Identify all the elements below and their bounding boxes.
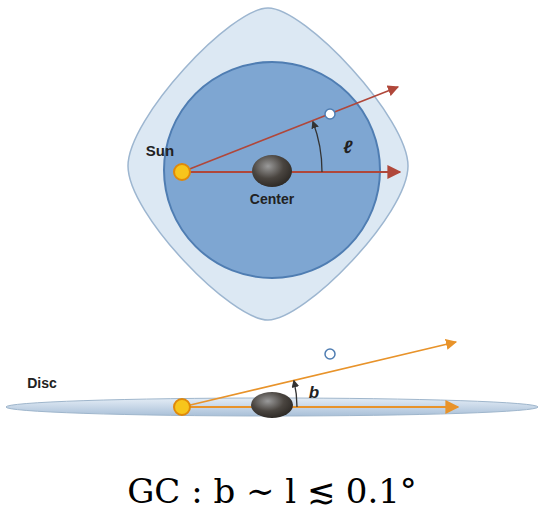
latitude-arc [294,381,297,407]
sun-label: Sun [146,143,174,158]
angle-label: ℓ [343,138,352,156]
line-of-sight-arrow [182,87,398,172]
target-point [325,109,335,119]
sun-dot [174,399,190,415]
galactic-disc-top [164,62,380,278]
angle-label: b [309,384,319,401]
reference-arrow [182,406,458,408]
sun-dot [174,164,190,180]
disc-label: Disc [27,376,57,390]
target-point [325,349,335,359]
halo-region [128,8,408,320]
caption-formula: GC : b ∼ l ≲ 0.1° [127,473,417,510]
center-label: Center [250,192,294,206]
longitude-arc [313,122,322,172]
galactic-center [251,392,293,418]
galactic-center [252,155,292,187]
line-of-sight-arrow [182,342,456,407]
